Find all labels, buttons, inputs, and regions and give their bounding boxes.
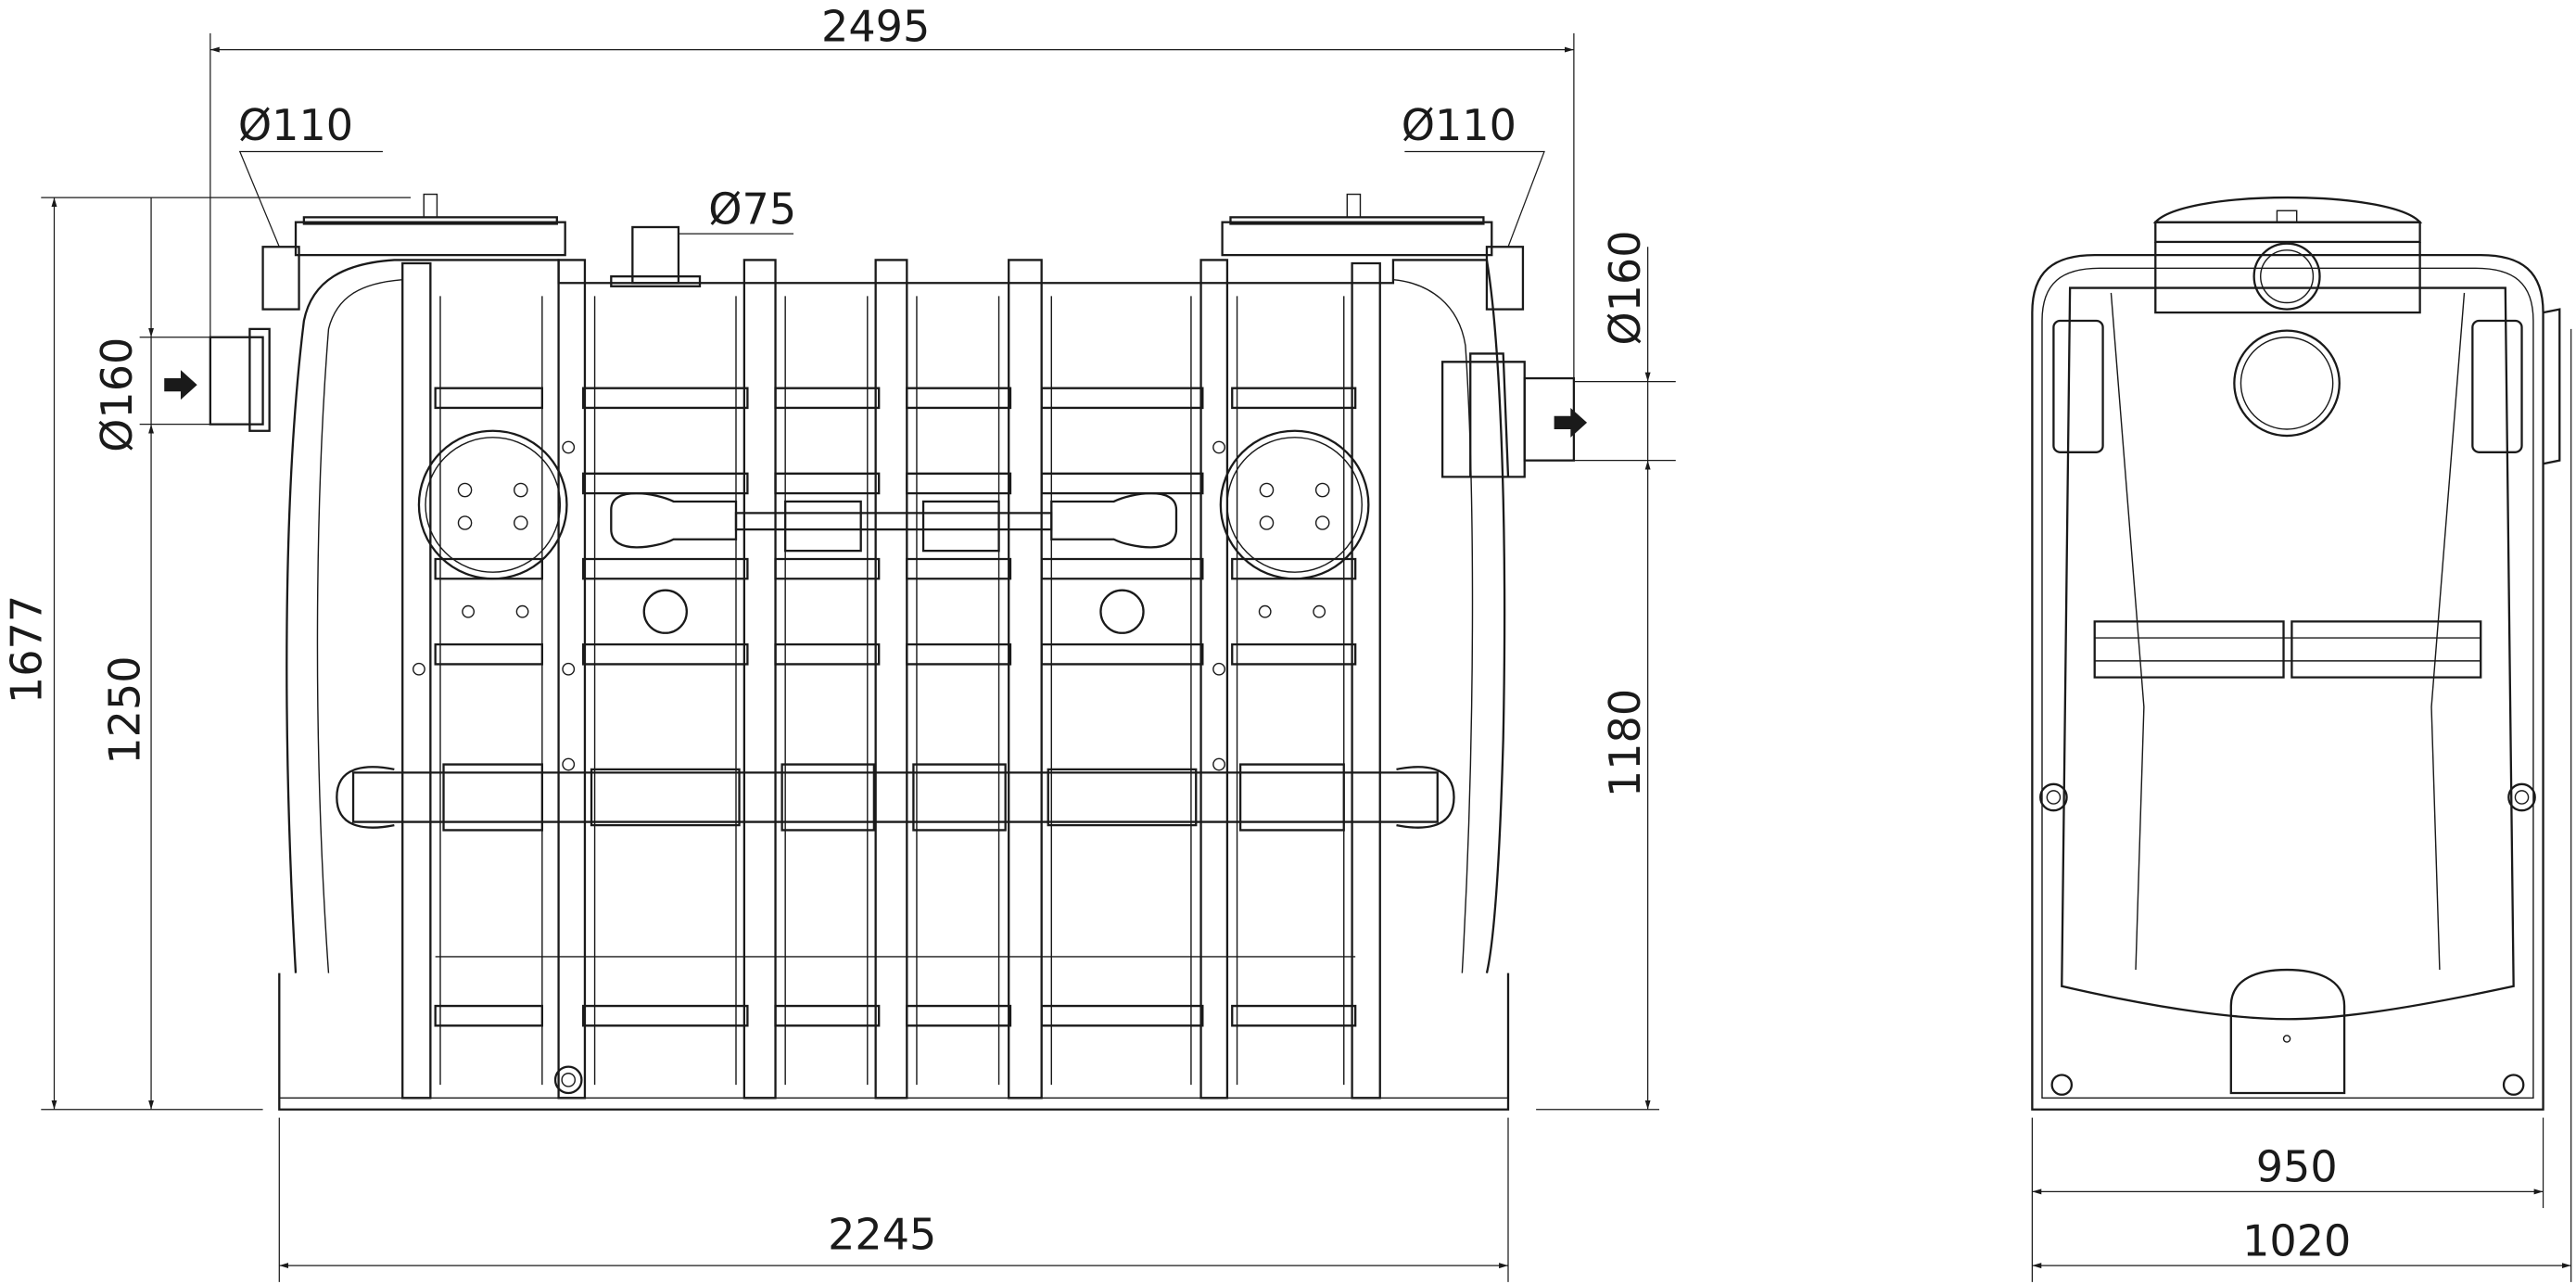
side-tank-body [2031,253,2544,1111]
base-plate [278,973,1510,1111]
right-manhole [1221,221,1493,257]
left-inspection-cover [417,429,568,580]
dim-side-inner-width: 950 [2256,1142,2338,1192]
horizontal-ribs [336,387,1455,1027]
dim-inlet-vent-diameter: Ø110 [238,100,353,150]
dim-side-outer-width: 1020 [2242,1215,2351,1265]
vent-pipe [631,225,680,285]
side-vent-opening [2252,242,2321,311]
tank-body [286,259,1506,973]
side-pipe-opening [2233,329,2341,438]
drain-plug [553,1065,583,1095]
dim-base-length: 2245 [828,1209,936,1259]
right-inspection-cover [1219,429,1370,580]
dim-outlet-vent-diameter: Ø110 [1402,100,1516,150]
side-view [2031,196,2561,1111]
dim-inlet-height: 1250 [100,655,150,764]
left-vent-socket [261,246,300,311]
dim-overall-height: 1677 [1,595,51,704]
dim-outlet-diameter: Ø160 [1600,230,1650,345]
dim-vent-diameter: Ø75 [708,184,796,234]
inlet-pipe [209,336,264,426]
dim-overall-length: 2495 [821,2,930,52]
right-vent-socket [1485,246,1525,311]
left-manhole [294,221,566,257]
dim-outlet-height: 1180 [1600,689,1650,797]
outlet-arrow-icon [1554,407,1588,438]
front-view [164,193,1588,1111]
dim-inlet-diameter: Ø160 [92,337,142,452]
inlet-arrow-icon [164,370,197,400]
vertical-ribs [401,259,1381,1100]
